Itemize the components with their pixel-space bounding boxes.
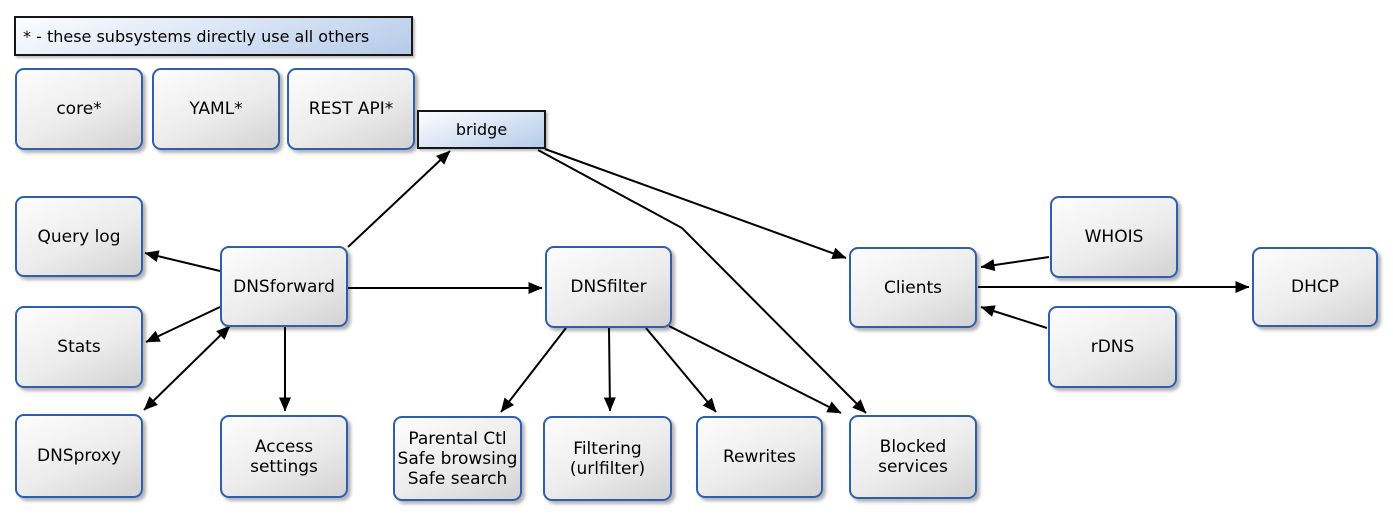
edge-bridge-clients [544,148,847,260]
node-filtering-urlfilter: Filtering (urlfilter) [543,416,672,501]
edge-dnsfilter-parental [500,327,567,413]
edge-dnsforward-bridge [347,150,451,248]
node-rewrites: Rewrites [696,416,823,498]
node-dhcp: DHCP [1252,247,1378,327]
edge-bridge-blocked-services [537,149,867,414]
edge-dnsfilter-filtering [603,327,616,412]
node-yaml: YAML* [152,68,280,150]
node-blocked-services: Blocked services [849,415,977,499]
edge-whois-clients [980,256,1050,271]
edge-rdns-clients [980,305,1048,329]
node-rdns: rDNS [1048,306,1177,388]
edge-dnsfilter-blocked-services [668,325,842,414]
node-core: core* [15,68,143,150]
node-dnsproxy: DNSproxy [15,414,143,498]
edge-dnsforward-dnsproxy [143,325,231,411]
node-rest-api: REST API* [287,68,415,150]
node-dnsforward: DNSforward [220,246,348,327]
legend-note: * - these subsystems directly use all ot… [14,16,413,56]
node-dnsfilter: DNSfilter [545,246,672,328]
node-access-settings: Access settings [220,415,348,498]
edge-dnsforward-stats [145,306,221,343]
node-stats: Stats [15,306,143,388]
edge-dnsfilter-rewrites [645,327,717,413]
edge-dnsforward-query-log [144,250,221,272]
node-clients: Clients [849,247,977,328]
node-bridge: bridge [417,110,546,149]
node-parental-safe: Parental Ctl Safe browsing Safe search [393,416,522,501]
node-whois: WHOIS [1050,196,1178,278]
node-query-log: Query log [15,196,143,277]
